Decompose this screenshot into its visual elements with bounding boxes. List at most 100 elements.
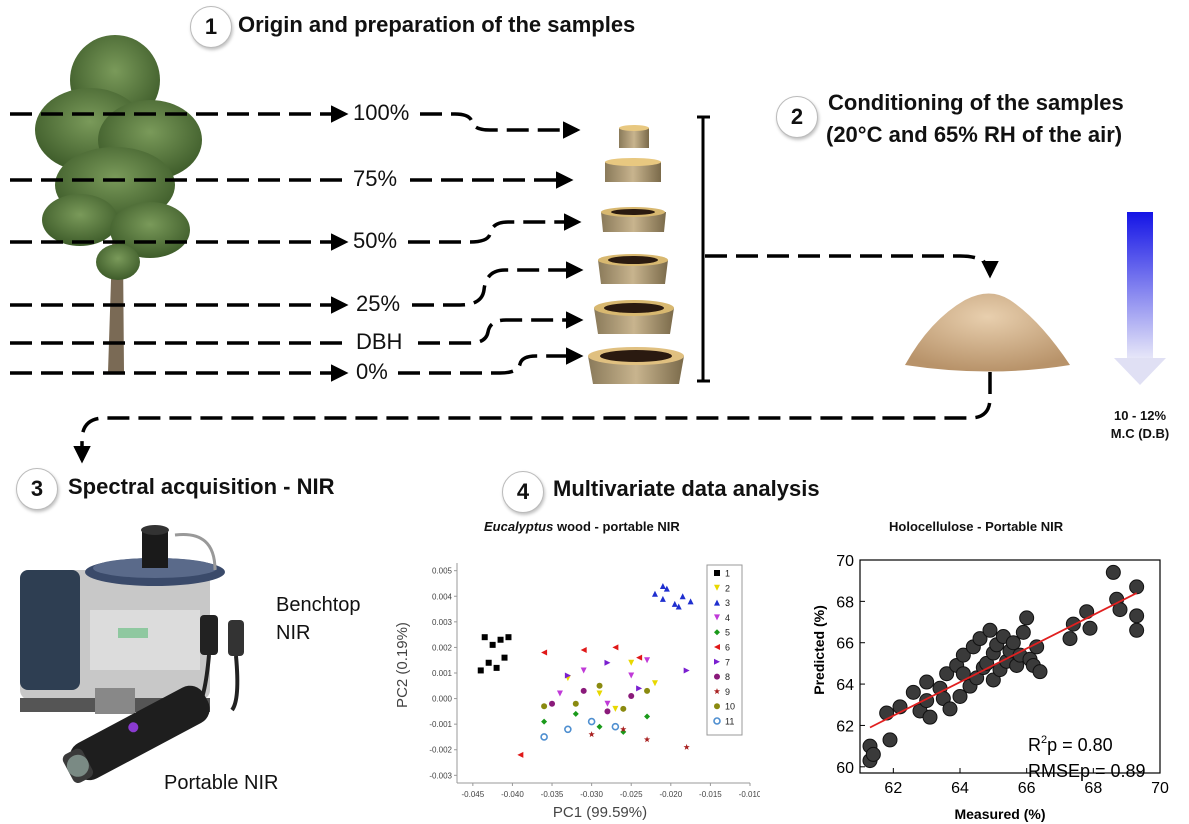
regression-point (1129, 579, 1145, 595)
pca-point-series-10 (596, 682, 603, 689)
pca-point-series-3 (671, 600, 678, 607)
pca-legend-marker-11 (713, 717, 721, 725)
pca-point-series-4 (604, 700, 611, 707)
pca-point-series-6 (612, 644, 619, 651)
regression-x-tick-label: 64 (951, 780, 969, 797)
pca-point-series-8 (580, 687, 587, 694)
pca-legend-label: 3 (725, 598, 730, 608)
regression-x-tick-label: 68 (1084, 780, 1102, 797)
pca-point-series-3 (679, 593, 686, 600)
pca-x-tick-label: -0.030 (580, 790, 603, 799)
pca-legend-box (706, 564, 743, 736)
pca-x-tick-label: -0.015 (699, 790, 722, 799)
pca-y-tick-label: 0.001 (432, 669, 453, 678)
benchtop-label-line2: NIR (276, 622, 311, 644)
pca-point-series-7 (564, 672, 571, 679)
sampling-diagram (10, 35, 1166, 464)
pca-point-series-2 (651, 680, 658, 687)
pca-point-series-9 (683, 743, 690, 750)
pca-point-series-10 (572, 700, 579, 707)
pca-y-tick-label: 0.002 (432, 643, 453, 652)
pca-point-series-4 (580, 667, 587, 674)
pca-y-tick-label: 0.004 (432, 592, 453, 601)
step-1-badge: 1 (190, 6, 232, 48)
pca-point-series-10 (541, 703, 548, 710)
pca-chart-title: Eucalyptus wood - portable NIR (484, 519, 680, 534)
pca-legend-label: 5 (725, 628, 730, 638)
pca-point-series-10 (644, 687, 651, 694)
pca-point-series-4 (644, 657, 651, 664)
pca-legend-label: 6 (725, 643, 730, 653)
pca-legend-marker-1 (714, 570, 720, 576)
benchtop-label-line1: Benchtop (276, 594, 361, 616)
regression-point (955, 647, 971, 663)
moisture-unit: M.C (D.B) (1110, 426, 1170, 441)
height-label-75: 75% (352, 166, 399, 192)
pca-point-series-5 (596, 723, 603, 730)
pca-legend-label: 4 (725, 613, 730, 623)
pca-legend-marker-6 (714, 644, 720, 650)
regression-x-tick-label: 62 (884, 780, 902, 797)
pca-point-series-6 (517, 751, 524, 758)
moisture-range: 10 - 12% (1113, 408, 1167, 423)
pca-legend-label: 2 (725, 583, 730, 593)
pca-x-tick-label: -0.045 (461, 790, 484, 799)
step-3-badge: 3 (16, 468, 58, 510)
pca-y-tick-label: 0.005 (432, 567, 453, 576)
regression-frame (859, 559, 1161, 774)
regression-y-tick-label: 70 (836, 553, 854, 570)
pca-point-series-1 (485, 659, 492, 666)
pca-point-series-6 (580, 646, 587, 653)
pca-legend-label: 1 (725, 569, 730, 579)
bracket (697, 115, 710, 383)
pca-x-axis-label: PC1 (99.59%) (553, 804, 647, 821)
pca-point-series-11 (587, 717, 596, 726)
pca-point-series-5 (541, 718, 548, 725)
r2-rest: p = 0.80 (1047, 735, 1113, 755)
pca-point-series-6 (636, 654, 643, 661)
pca-point-series-3 (675, 603, 682, 610)
regression-chart-title: Holocellulose - Portable NIR (889, 519, 1064, 534)
regression-point (882, 732, 898, 748)
regression-point (1005, 635, 1021, 651)
pca-x-tick-label: -0.025 (620, 790, 643, 799)
regression-rmse-annotation: RMSEp = 0.89 (1028, 761, 1146, 781)
pca-point-series-7 (683, 667, 690, 674)
pca-point-series-3 (651, 590, 658, 597)
benchtop-nir-icon (20, 525, 244, 714)
pca-point-series-6 (541, 649, 548, 656)
height-label-25: 25% (355, 291, 402, 317)
moisture-gradient-arrow (1114, 212, 1166, 385)
pca-point-series-2 (596, 690, 603, 697)
regression-x-axis-label: Measured (%) (954, 806, 1045, 822)
sawdust-pile-icon (905, 293, 1070, 372)
regression-point (865, 746, 881, 762)
regression-y-tick-label: 62 (836, 718, 854, 735)
pca-point-series-2 (612, 705, 619, 712)
pca-point-series-9 (643, 736, 651, 743)
nir-devices (20, 525, 244, 783)
pca-point-series-1 (481, 634, 488, 641)
pca-point-series-10 (620, 705, 627, 712)
regression-point (922, 709, 938, 725)
pca-scatter-chart: PC2 (0.19%) PC1 (99.59%) -0.045-0.040-0.… (394, 563, 760, 821)
regression-point (879, 705, 895, 721)
pca-legend-marker-5 (714, 629, 720, 636)
pca-point-series-9 (620, 726, 627, 732)
regression-point (1019, 610, 1035, 626)
regression-point (905, 684, 921, 700)
pca-point-series-2 (628, 659, 635, 666)
regression-y-tick-label: 68 (836, 594, 854, 611)
pca-point-series-3 (687, 598, 694, 605)
pca-point-series-5 (644, 713, 651, 720)
height-label-100: 100% (352, 100, 411, 126)
pca-point-series-11 (564, 725, 572, 734)
regression-point (1032, 664, 1048, 680)
portable-label: Portable NIR (164, 772, 279, 794)
pca-point-series-1 (497, 636, 504, 643)
pca-legend-marker-4 (714, 614, 720, 621)
pca-point-series-3 (659, 595, 666, 602)
pca-x-tick-label: -0.010 (739, 790, 760, 799)
pca-legend-label: 7 (725, 657, 730, 667)
regression-point (982, 622, 998, 638)
